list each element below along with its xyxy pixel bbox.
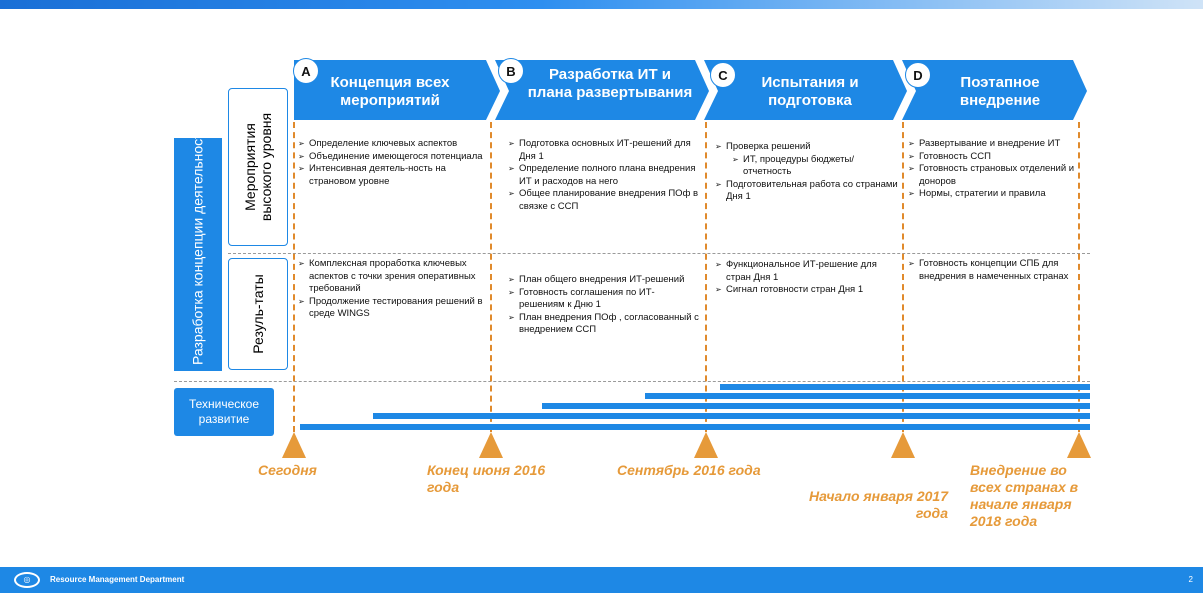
phase-a-chevron bbox=[294, 60, 500, 120]
row-separator bbox=[228, 253, 1090, 254]
phase-d-badge: D bbox=[905, 62, 931, 88]
phase-c-chevron bbox=[704, 60, 907, 120]
list-item: Готовность концепции СПБ для внедрения в… bbox=[908, 258, 1076, 283]
phase-a-badge: A bbox=[293, 58, 319, 84]
list-item: Продолжение тестирования решений в среде… bbox=[298, 296, 488, 321]
milestone-line-3 bbox=[705, 122, 707, 432]
list-item: Подготовительная работа со странами Дня … bbox=[715, 179, 900, 204]
top-accent-bar bbox=[0, 0, 1203, 9]
results-b: План общего внедрения ИТ-решений Готовно… bbox=[508, 274, 700, 337]
phase-b-chevron bbox=[495, 60, 709, 120]
tech-separator bbox=[174, 381, 1090, 382]
milestone-marker-2 bbox=[479, 432, 503, 458]
results-label: Резуль-таты bbox=[228, 258, 288, 370]
un-emblem-icon: ◎ bbox=[14, 572, 40, 588]
tech-bar-2 bbox=[645, 393, 1090, 399]
activities-b: Подготовка основных ИТ-решений для Дня 1… bbox=[508, 138, 700, 213]
results-c: Функциональное ИТ-решение для стран Дня … bbox=[715, 259, 900, 297]
milestone-marker-3 bbox=[694, 432, 718, 458]
tech-development-label: Техническое развитие bbox=[174, 388, 274, 436]
milestone-label-4: Начало января 2017 года bbox=[808, 488, 948, 521]
footer-department: Resource Management Department bbox=[50, 575, 185, 584]
list-item: Готовность страновых отделений и доноров bbox=[908, 163, 1076, 188]
list-item: Общее планирование внедрения ПОф в связк… bbox=[508, 188, 700, 213]
list-item: Готовность соглашения по ИТ-решениям к Д… bbox=[508, 287, 700, 312]
list-item: Определение полного плана внедрения ИТ и… bbox=[508, 163, 700, 188]
list-item: Функциональное ИТ-решение для стран Дня … bbox=[715, 259, 900, 284]
milestone-label-5: Внедрение во всех странах в начале январ… bbox=[970, 462, 1079, 529]
milestone-label-2: Конец июня 2016 года bbox=[427, 462, 546, 495]
phase-b-title: Разработка ИТ и плана развертывания bbox=[527, 66, 693, 101]
list-item: Подготовка основных ИТ-решений для Дня 1 bbox=[508, 138, 700, 163]
phase-d-title: Поэтапное внедрение bbox=[959, 74, 1041, 109]
activities-a: Определение ключевых аспектов Объединени… bbox=[298, 138, 488, 188]
milestone-label-3: Сентябрь 2016 года bbox=[617, 462, 761, 478]
milestone-line-5 bbox=[1078, 122, 1080, 432]
page-number: 2 bbox=[1188, 575, 1193, 584]
phase-d-chevron bbox=[902, 60, 1087, 120]
activities-d: Развертывание и внедрение ИТ Готовность … bbox=[908, 138, 1076, 201]
tech-bar-4 bbox=[373, 413, 1090, 419]
list-item: Сигнал готовности стран Дня 1 bbox=[715, 284, 900, 297]
milestone-marker-4 bbox=[891, 432, 915, 458]
phase-a-title: Концепция всех мероприятий bbox=[330, 74, 450, 109]
list-item: Развертывание и внедрение ИТ bbox=[908, 138, 1076, 151]
list-item: Комплексная проработка ключевых аспектов… bbox=[298, 258, 488, 296]
high-level-activities-label: Мероприятия высокого уровня bbox=[228, 88, 288, 246]
milestone-line-2 bbox=[490, 122, 492, 432]
list-item: ИТ, процедуры бюджеты/отчетность bbox=[715, 154, 900, 179]
list-item: Нормы, стратегии и правила bbox=[908, 188, 1076, 201]
tech-bar-5 bbox=[300, 424, 1090, 430]
results-d: Готовность концепции СПБ для внедрения в… bbox=[908, 258, 1076, 283]
milestone-line-1 bbox=[293, 122, 295, 432]
milestone-marker-5 bbox=[1067, 432, 1091, 458]
milestone-marker-1 bbox=[282, 432, 306, 458]
list-item: Объединение имеющегося потенциала bbox=[298, 151, 488, 164]
concept-development-label: Разработка концепции деятельности bbox=[174, 124, 222, 371]
list-item: План общего внедрения ИТ-решений bbox=[508, 274, 700, 287]
activities-c: Проверка решений ИТ, процедуры бюджеты/о… bbox=[715, 141, 900, 204]
list-item: План внедрения ПОф , согласованный с вне… bbox=[508, 312, 700, 337]
milestone-label-1: Сегодня bbox=[258, 462, 317, 478]
tech-bar-1 bbox=[720, 384, 1090, 390]
list-item: Интенсивная деятель-ность на страновом у… bbox=[298, 163, 488, 188]
footer-bar bbox=[0, 567, 1203, 593]
tech-bar-3 bbox=[542, 403, 1090, 409]
phase-b-badge: B bbox=[498, 58, 524, 84]
milestone-line-4 bbox=[902, 122, 904, 432]
list-item: Готовность ССП bbox=[908, 151, 1076, 164]
results-a: Комплексная проработка ключевых аспектов… bbox=[298, 258, 488, 321]
list-item: Проверка решений bbox=[715, 141, 900, 154]
list-item: Определение ключевых аспектов bbox=[298, 138, 488, 151]
phase-c-badge: C bbox=[710, 62, 736, 88]
phase-c-title: Испытания и подготовка bbox=[761, 74, 859, 109]
phase-chevrons bbox=[294, 60, 1087, 120]
